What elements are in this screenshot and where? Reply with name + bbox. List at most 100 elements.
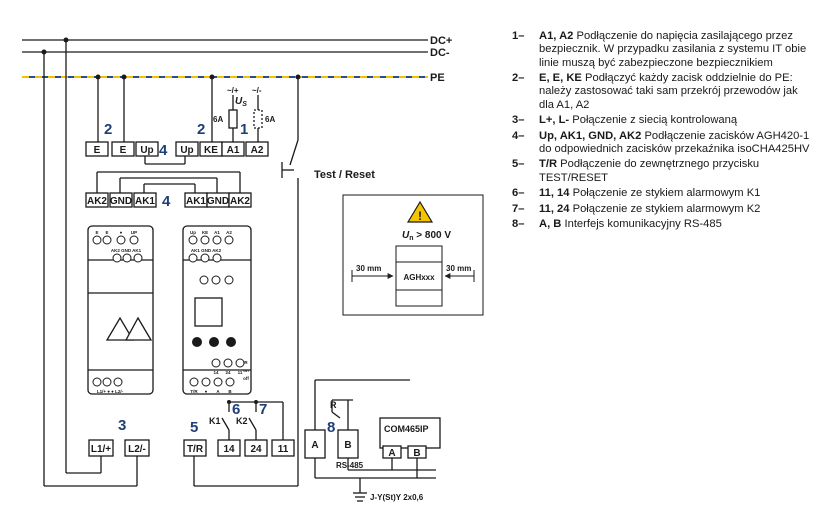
number-1: 1 [240,121,248,138]
terminal-bus-a: A [311,440,318,451]
device-left-label-up: UP [131,230,137,235]
device-right-label-ke: KE [202,230,208,235]
terminal-com-b: B [413,448,420,459]
terminal-ak1-left: AK1 [135,196,155,207]
legend-key: L+, L- [539,114,570,127]
device-left-label-dot: ● [120,230,123,235]
legend-key: A, B [539,218,562,231]
legend-index: 8– [512,218,525,231]
number-2a: 2 [104,121,112,138]
rs485-label: RS-485 [336,461,364,470]
number-8: 8 [327,419,335,436]
device-right-label-dot: ● [205,389,208,394]
device-right-label-r: R [244,360,248,365]
legend-key: A1, A2 [539,30,574,42]
terminal-up-right: Up [180,145,193,156]
terminal-14: 14 [223,444,235,455]
clearance-right-mm: 30 mm [446,264,471,273]
legend-text: Podłączenie zacisków AGH420-1 do odpowie… [539,129,810,155]
terminal-a2: A2 [251,145,264,156]
terminal-ak2-right: AK2 [230,196,250,207]
fuse-left-label: 6A [213,115,223,124]
legend-index: 6– [512,187,525,200]
terminal-ke: KE [204,145,218,156]
fuse-right-label: 6A [265,115,275,124]
device-left [87,225,154,395]
dc-minus-label: DC- [430,47,450,59]
legend-key: T/R [539,158,558,171]
legend-index: 7– [512,202,525,215]
legend-key: E, E, KE [539,72,582,85]
device-left-bottom-labels: L1/+ ● ● L2/- [97,389,124,394]
legend-item-6: 6– 11, 14 Połączenie ze stykiem alarmowym… [512,187,812,200]
dc-plus-label: DC+ [430,35,452,47]
terminal-gnd-right: GND [207,196,229,207]
legend-item-1: 1– A1, A2 Podłączenie do napięcia zasilaj… [512,30,812,70]
legend-index: 5– [512,158,525,171]
number-7: 7 [259,401,267,418]
number-5: 5 [190,419,198,436]
legend-text: Interfejs komunikacyjny RS-485 [561,218,722,231]
svg-text:!: ! [418,209,422,223]
device-right-label-off: off [243,376,249,381]
test-reset-label: Test / Reset [314,169,375,181]
legend-index: 1– [512,30,525,42]
legend-key: 11, 14 [539,187,570,200]
pe-label: PE [430,72,445,84]
relay-k2-label: K2 [236,416,248,426]
device-right-label-11: 11 [238,370,243,375]
legend-item-8: 8– A, B Interfejs komunikacyjny RS-485 [512,218,812,231]
legend: 1– A1, A2 Podłączenie do napięcia zasilaj… [512,30,812,234]
polarity-right: ~/- [252,86,262,95]
terminal-e-1: E [94,145,101,156]
device-right-label-up: Up [190,230,196,235]
terminal-l2: L2/- [128,444,146,455]
number-6: 6 [232,401,240,418]
device-right-label-tr: T/R [190,389,198,394]
terminal-l1: L1/+ [91,444,111,455]
number-3: 3 [118,417,126,434]
clearance-left-mm: 30 mm [356,264,381,273]
legend-item-4: 4–Up, AK1, GND, AK2 Podłączenie zacisków… [512,130,812,157]
terminal-gnd-left: GND [110,196,132,207]
warning-icon [406,200,434,223]
legend-index: 4– [512,129,525,142]
relay-r-label: R [330,400,337,410]
legend-index: 3– [512,114,525,127]
terminal-24: 24 [250,444,262,455]
device-right-label-a1: A1 [214,230,220,235]
clearance-device-label: AGHxxx [403,273,435,282]
clearance-box: ! Un > 800 V AGHxxx 30 mm 30 mm [342,194,484,316]
legend-item-3: 3– L+, L- Połączenie z siecią kontrolowan… [512,114,812,127]
device-left-ak-labels: AK2 GND AK1 [111,248,142,253]
legend-text: Podłączenie do zewnętrznego przycisku TE… [539,158,760,184]
un-label: Un > 800 V [402,230,451,242]
terminal-ak1-right: AK1 [186,196,206,207]
terminal-bus-b: B [344,440,351,451]
device-left-label-e2: E [105,230,108,235]
device-right-label-14: 14 [213,370,219,375]
legend-index: 2– [512,72,525,85]
number-4a: 4 [159,142,168,159]
terminal-e-2: E [120,145,127,156]
polarity-left: ~/+ [227,86,239,95]
legend-text: Połączenie ze stykiem alarmowym K1 [569,187,761,200]
legend-item-7: 7–11, 24 Połączenie ze stykiem alarmowym… [512,203,812,216]
terminal-ak2-left: AK2 [87,196,107,207]
legend-text: Połączenie z siecią kontrolowaną [569,114,738,127]
number-2b: 2 [197,121,205,138]
device-left-label-e1: E [95,230,98,235]
terminal-tr: T/R [187,444,204,455]
device-right-label-a2: A2 [226,230,232,235]
device-right-label-24: 24 [225,370,231,375]
com-label: COM465IP [384,424,429,434]
legend-text: Podłączenie do napięcia zasilającego prz… [539,30,807,69]
terminal-com-a: A [388,448,395,459]
legend-text: Połączenie ze stykiem alarmowym K2 [569,202,761,215]
legend-item-5: 5– T/R Podłączenie do zewnętrznego przyci… [512,158,812,185]
relay-k1-label: K1 [209,416,221,426]
legend-item-2: 2–E, E, KE Podłączyć każdy zacisk oddzie… [512,72,812,112]
number-4b: 4 [162,193,171,210]
us-label: US [235,96,247,108]
